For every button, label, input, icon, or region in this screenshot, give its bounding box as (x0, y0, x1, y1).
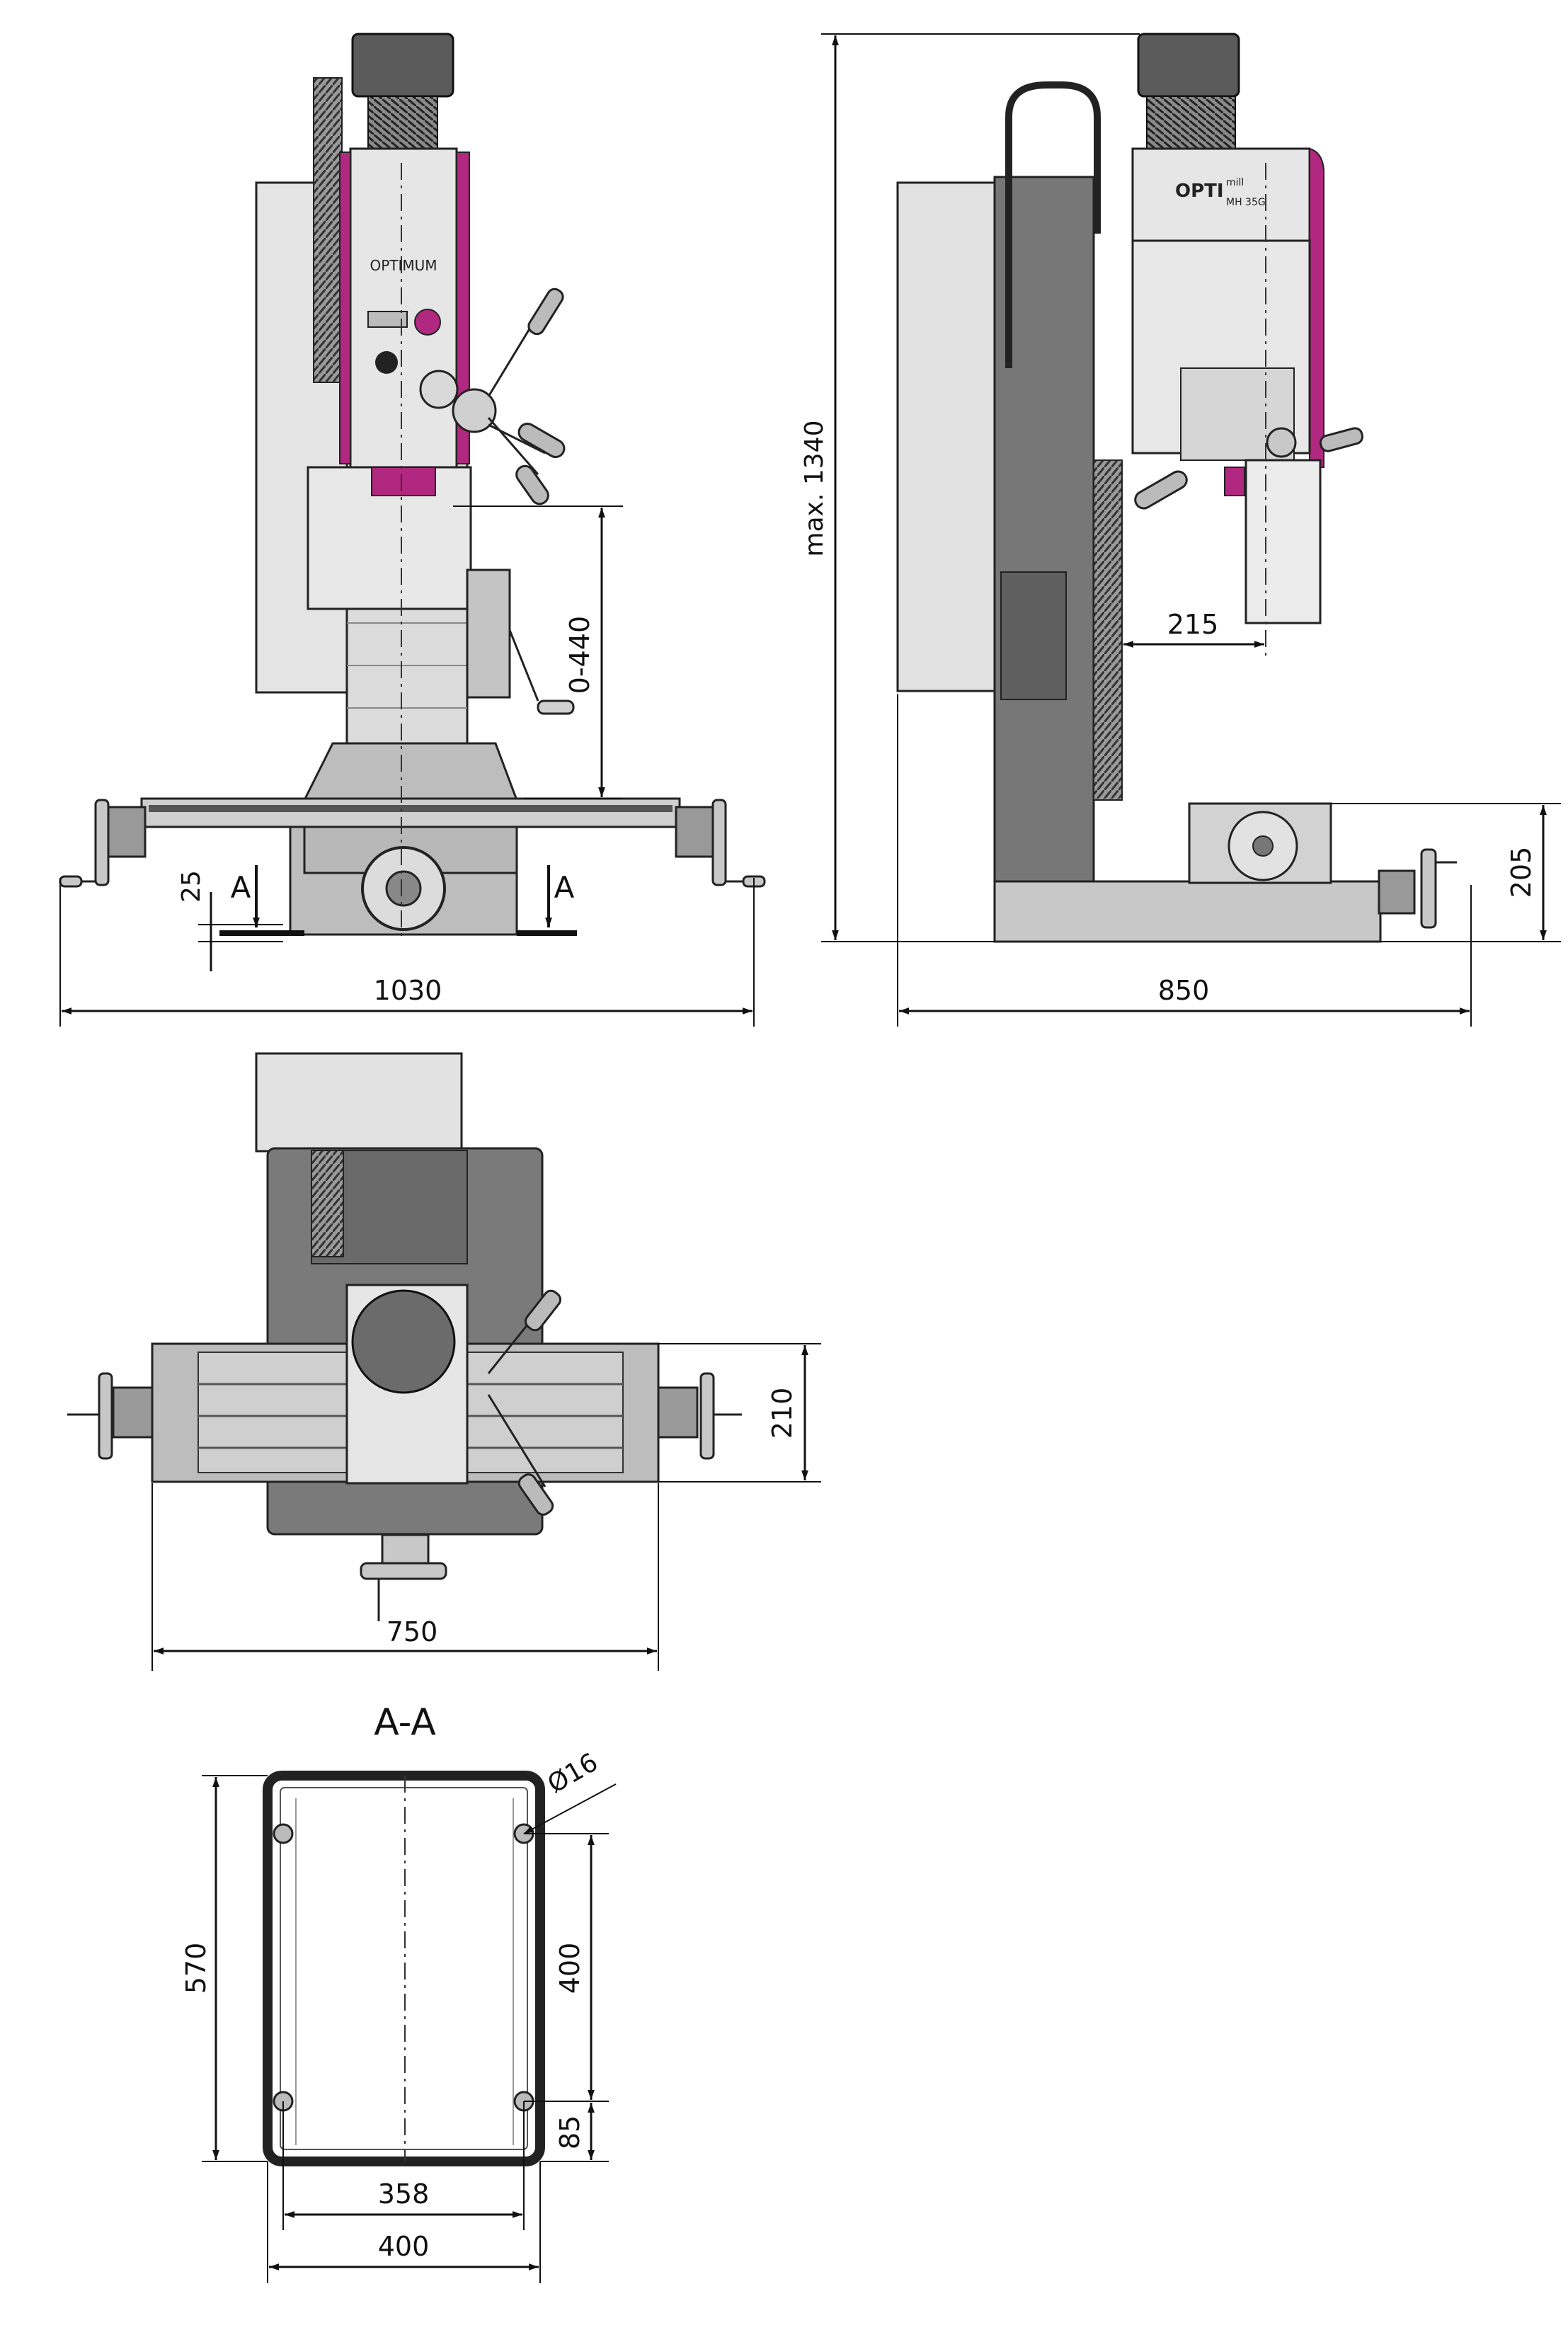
dim-base-offset: 25 (177, 870, 206, 903)
top-view: 210 750 (67, 1052, 821, 1671)
front-feed-handle (452, 287, 566, 505)
section-view: A-A Ø16 570 400 85 358 (181, 1701, 617, 2283)
dim-hole-diameter: Ø16 (543, 1748, 603, 1800)
top-motor (351, 1289, 456, 1394)
side-spindle (1244, 459, 1322, 624)
side-column-rack (1093, 459, 1123, 801)
side-motor (1137, 33, 1240, 98)
side-view: OPTI mill MH 35G max. 1340 215 (800, 33, 1561, 1027)
front-table (140, 797, 681, 828)
front-handwheel-right (675, 799, 766, 888)
side-head (1131, 147, 1311, 242)
side-logo-opti: OPTI (1175, 181, 1224, 202)
dim-overall-depth: 850 (1158, 975, 1210, 1006)
top-handwheel-front (360, 1533, 447, 1621)
top-handwheel-left (67, 1372, 154, 1460)
side-logo-model: MH 35G (1226, 197, 1266, 208)
section-title: A-A (374, 1701, 436, 1744)
dim-table-width: 750 (387, 1616, 438, 1647)
section-marker-right: A (554, 870, 575, 905)
front-handwheel-left (59, 799, 147, 888)
front-gear-rack (313, 77, 343, 383)
front-motor (351, 33, 454, 98)
side-logo-mill: mill (1226, 177, 1244, 188)
dim-table-depth: 210 (767, 1388, 798, 1439)
section-marker-left: A (231, 870, 251, 905)
dim-hole-offset-y: 85 (554, 2115, 585, 2149)
front-height-crank (466, 569, 575, 715)
mounting-hole (273, 1823, 294, 1844)
front-head (349, 147, 458, 469)
dim-base-length: 570 (181, 1943, 212, 1994)
front-view: OPTIMUM (59, 33, 766, 1027)
dim-hole-spacing-y: 400 (554, 1943, 585, 1994)
dim-max-height: max. 1340 (800, 421, 829, 557)
dim-table-height: 205 (1506, 847, 1537, 898)
dim-overall-width: 1030 (374, 975, 442, 1006)
top-electrical-cabinet (255, 1052, 463, 1153)
dim-throat: 215 (1167, 609, 1219, 640)
top-handwheel-right (657, 1372, 742, 1460)
side-handwheel (1378, 848, 1457, 929)
side-base (993, 880, 1382, 943)
dim-height-range: 0-440 (564, 616, 595, 694)
dim-base-width: 400 (378, 2231, 430, 2262)
section-base-outline (263, 1771, 545, 2166)
side-electrical-cabinet (896, 181, 998, 692)
side-lift-handle (1005, 81, 1101, 368)
front-brand-logo: OPTIMUM (370, 257, 437, 274)
dim-hole-spacing-x: 358 (378, 2178, 430, 2210)
